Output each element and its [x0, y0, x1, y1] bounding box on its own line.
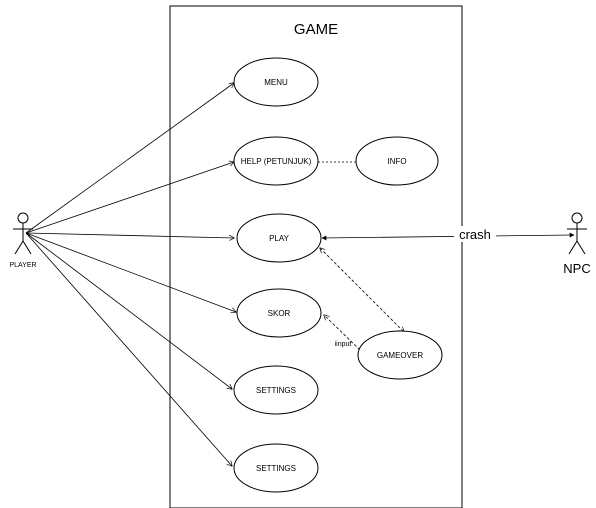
- use-case-play-label: PLAY: [269, 234, 290, 243]
- use-case-skor[interactable]: SKOR: [236, 288, 322, 338]
- use-case-settings-2[interactable]: SETTINGS: [233, 443, 319, 493]
- dep-gameover-skor: [324, 315, 361, 351]
- use-case-help[interactable]: HELP (PETUNJUK): [233, 136, 319, 186]
- assoc-player-menu: [25, 83, 234, 234]
- use-case-settings-2-label: SETTINGS: [256, 464, 296, 473]
- dep-play-gameover: [320, 248, 404, 332]
- use-case-info-label: INFO: [387, 157, 406, 166]
- use-case-help-label: HELP (PETUNJUK): [241, 157, 312, 166]
- npc-actor: [567, 212, 587, 255]
- assoc-player-skor: [25, 232, 236, 312]
- use-case-menu-label: MENU: [264, 78, 288, 87]
- assoc-npc-play: [321, 232, 575, 241]
- use-case-settings-1[interactable]: SETTINGS: [233, 365, 319, 415]
- assoc-player-help: [25, 162, 234, 234]
- use-case-info[interactable]: INFO: [355, 136, 439, 186]
- use-case-gameover[interactable]: GAMEOVER: [357, 330, 443, 380]
- assoc-player-settings-2: [25, 232, 232, 466]
- crash-label: crash: [459, 227, 491, 242]
- npc-label: NPC: [563, 261, 590, 276]
- player-actor: [13, 212, 33, 255]
- use-case-gameover-label: GAMEOVER: [377, 351, 423, 360]
- use-case-play[interactable]: PLAY: [236, 213, 322, 263]
- system-boundary: [169, 5, 463, 508]
- input-label: iinput: [335, 341, 352, 348]
- use-case-menu[interactable]: MENU: [233, 57, 319, 107]
- player-label: PLAYER: [9, 262, 36, 269]
- system-title: GAME: [294, 21, 338, 38]
- assoc-player-play: [25, 232, 234, 238]
- use-case-skor-label: SKOR: [268, 309, 291, 318]
- assoc-player-settings-1: [25, 232, 232, 389]
- use-case-settings-1-label: SETTINGS: [256, 386, 296, 395]
